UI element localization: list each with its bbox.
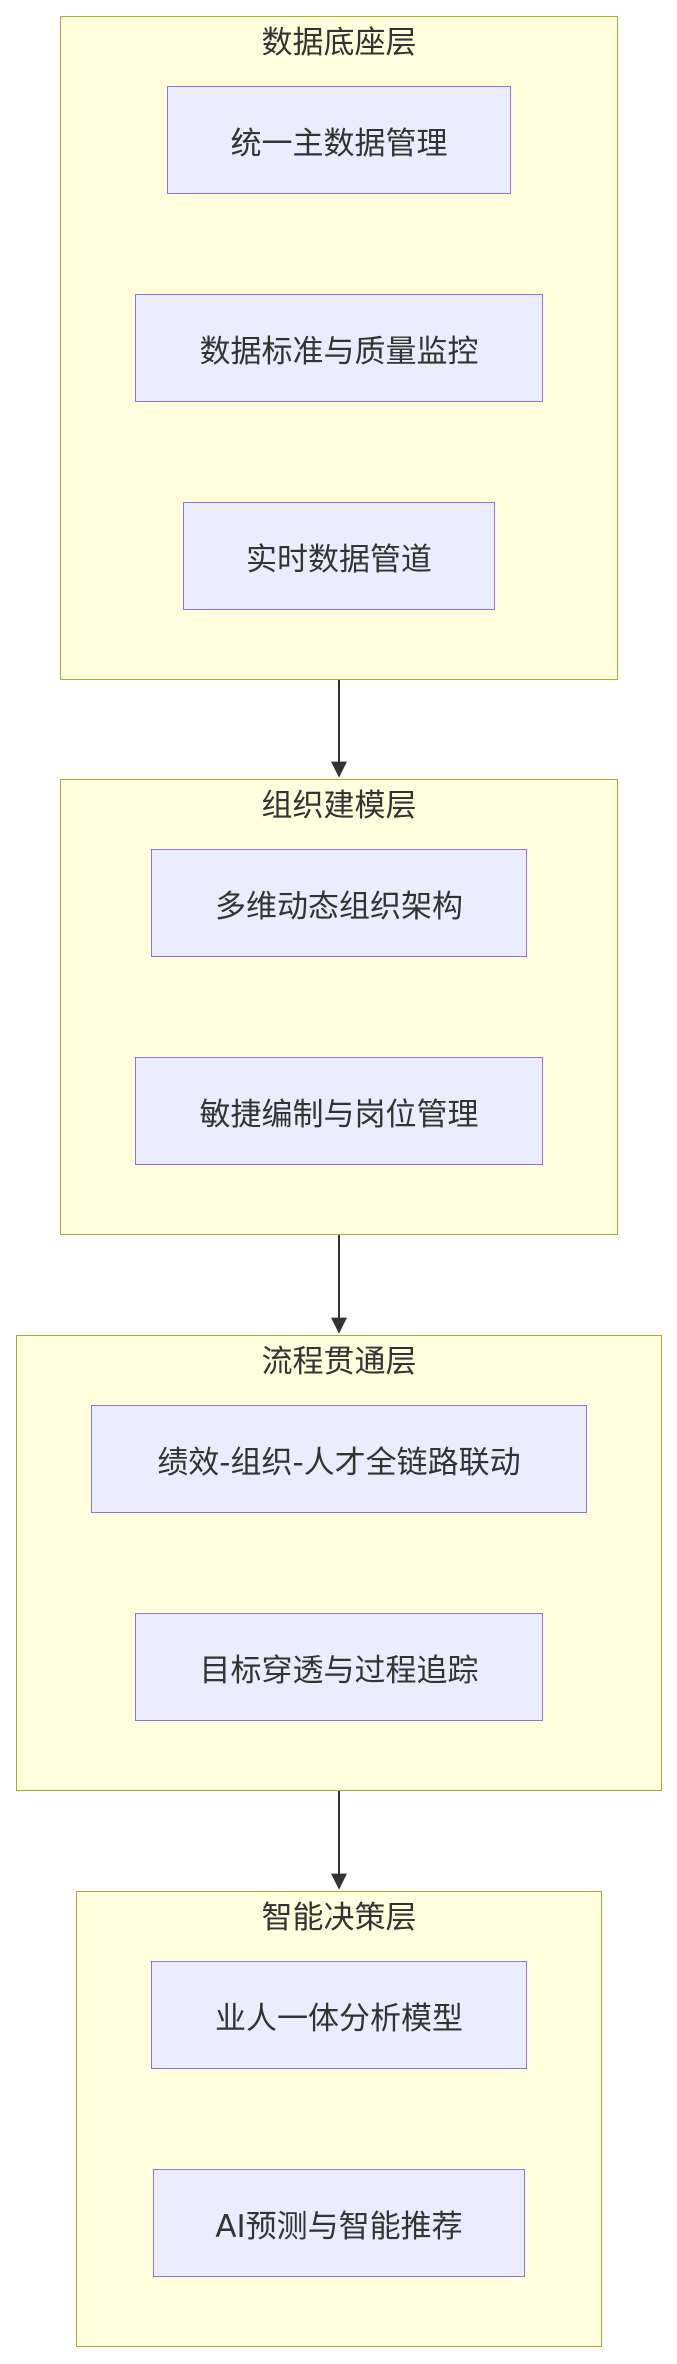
layer-org-modeling: 组织建模层 多维动态组织架构 敏捷编制与岗位管理	[60, 779, 618, 1235]
node-perf-org-talent-linkage: 绩效-组织-人才全链路联动	[91, 1405, 587, 1513]
layer-title: 流程贯通层	[261, 1344, 417, 1380]
node-agile-staffing-positions: 敏捷编制与岗位管理	[135, 1057, 543, 1165]
node-data-standards-quality: 数据标准与质量监控	[135, 294, 543, 402]
node-dynamic-org-structure: 多维动态组织架构	[151, 849, 527, 957]
node-business-people-analytics: 业人一体分析模型	[151, 1961, 527, 2069]
node-goal-penetration-tracking: 目标穿透与过程追踪	[135, 1613, 543, 1721]
layer-title: 智能决策层	[261, 1900, 417, 1936]
node-realtime-data-pipeline: 实时数据管道	[183, 502, 495, 610]
layer-process-integration: 流程贯通层 绩效-组织-人才全链路联动 目标穿透与过程追踪	[16, 1335, 662, 1791]
layer-title: 组织建模层	[261, 788, 417, 824]
layer-data-foundation: 数据底座层 统一主数据管理 数据标准与质量监控 实时数据管道	[60, 16, 618, 680]
node-ai-prediction-recommendation: AI预测与智能推荐	[153, 2169, 525, 2277]
layer-title: 数据底座层	[261, 25, 417, 61]
node-unified-master-data: 统一主数据管理	[167, 86, 511, 194]
layer-intelligent-decision: 智能决策层 业人一体分析模型 AI预测与智能推荐	[76, 1891, 602, 2347]
